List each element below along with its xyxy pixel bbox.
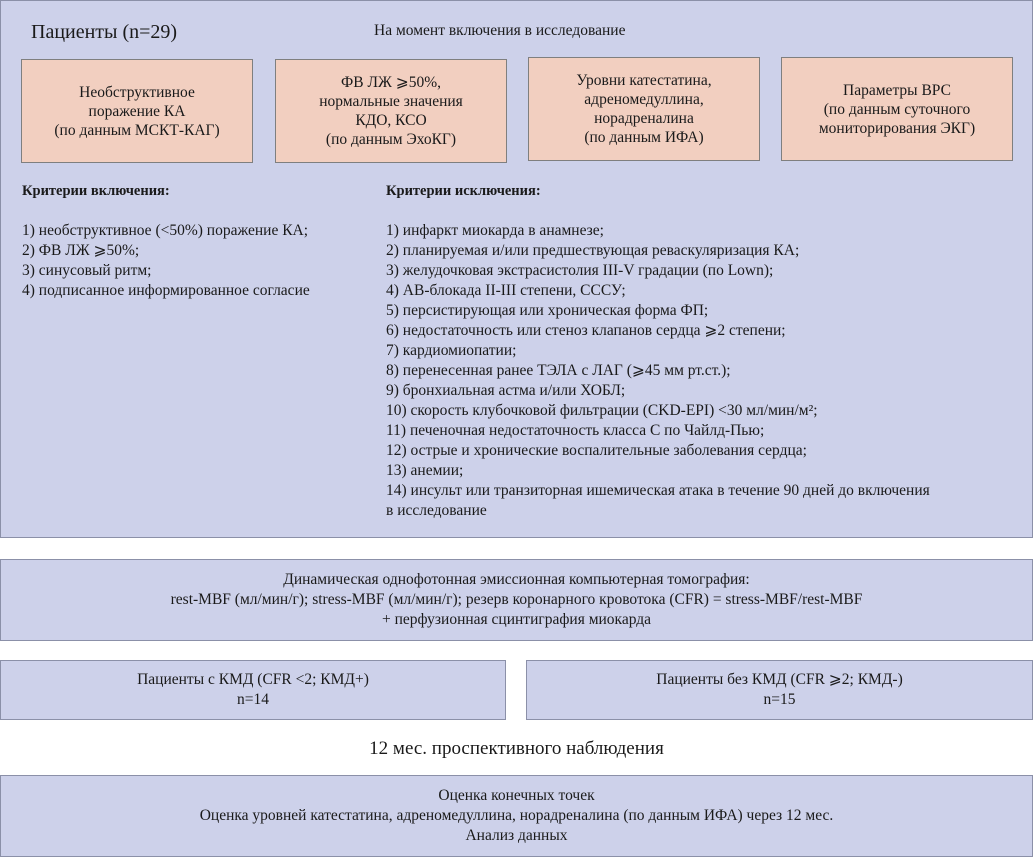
- panel-title: Пациенты (n=29): [31, 21, 178, 43]
- exclusion-list: 1) инфаркт миокарда в анамнезе; 2) плани…: [386, 221, 1026, 521]
- list-item: 2) планируемая и/или предшествующая рева…: [386, 242, 800, 259]
- endpoints-line: Оценка конечных точек: [438, 787, 595, 804]
- exclusion-heading: Критерии исключения:: [386, 183, 541, 199]
- list-item: 2) ФВ ЛЖ ⩾50%;: [22, 242, 140, 259]
- box-line: поражение КА: [88, 102, 186, 120]
- list-item: 13) анемии;: [386, 462, 464, 479]
- imaging-line: + перфузионная сцинтиграфия миокарда: [381, 611, 652, 628]
- list-item: 1) необструктивное (<50%) поражение КА;: [22, 222, 309, 239]
- box-line: Необструктивное: [79, 83, 195, 101]
- box-hrv: Параметры ВРС (по данным суточного монит…: [781, 57, 1013, 161]
- group-label: Пациенты с КМД (CFR <2; КМД+): [137, 671, 369, 688]
- endpoints-line: Анализ данных: [465, 827, 568, 844]
- group-count: n=15: [763, 691, 796, 708]
- imaging-line: Динамическая однофотонная эмиссионная ко…: [283, 571, 750, 588]
- box-nonobstructive-lesion: Необструктивное поражение КА (по данным …: [21, 59, 253, 163]
- list-item: 5) персистирующая или хроническая форма …: [386, 302, 709, 319]
- box-line: мониторирования ЭКГ): [818, 119, 976, 137]
- list-item: 14) инсульт или транзиторная ишемическая…: [386, 482, 930, 499]
- list-item: 4) АВ-блокада II-III степени, СССУ;: [386, 282, 626, 299]
- box-line: КДО, КСО: [355, 112, 427, 129]
- list-item: 1) инфаркт миокарда в анамнезе;: [386, 222, 604, 239]
- box-line: (по данным ИФА): [584, 129, 704, 146]
- patients-panel: Пациенты (n=29) На момент включения в ис…: [0, 0, 1033, 538]
- list-item: 12) острые и хронические воспалительные …: [386, 442, 807, 459]
- box-line: (по данным ЭхоКГ): [325, 131, 457, 148]
- endpoints-line: Оценка уровней катестатина, адреномедулл…: [199, 807, 834, 824]
- box-line: (по данным суточного: [823, 100, 971, 118]
- box-line: нормальные значения: [319, 93, 463, 110]
- endpoints-panel: Оценка конечных точек Оценка уровней кат…: [0, 775, 1033, 857]
- followup-label: 12 мес. проспективного наблюдения: [369, 738, 664, 759]
- group-cmd-negative: Пациенты без КМД (CFR ⩾2; КМД-) n=15: [526, 660, 1033, 720]
- box-line: Уровни катестатина,: [576, 72, 712, 89]
- inclusion-list: 1) необструктивное (<50%) поражение КА; …: [22, 221, 372, 301]
- box-line: ФВ ЛЖ ⩾50%,: [340, 74, 441, 91]
- group-cmd-positive: Пациенты с КМД (CFR <2; КМД+) n=14: [0, 660, 506, 720]
- box-line: норадреналина: [594, 110, 694, 127]
- list-item: в исследование: [386, 502, 487, 519]
- box-biomarkers: Уровни катестатина, адреномедуллина, нор…: [528, 57, 760, 161]
- box-lvef-echo: ФВ ЛЖ ⩾50%, нормальные значения КДО, КСО…: [275, 59, 507, 163]
- list-item: 7) кардиомиопатии;: [386, 342, 517, 359]
- list-item: 6) недостаточность или стеноз клапанов с…: [386, 322, 786, 339]
- box-line: (по данным МСКТ-КАГ): [54, 121, 220, 139]
- imaging-panel: Динамическая однофотонная эмиссионная ко…: [0, 559, 1033, 641]
- list-item: 4) подписанное информированное согласие: [22, 282, 310, 299]
- list-item: 10) скорость клубочковой фильтрации (CKD…: [386, 402, 818, 419]
- box-line: адреномедуллина,: [584, 91, 704, 108]
- list-item: 9) бронхиальная астма и/или ХОБЛ;: [386, 382, 626, 399]
- box-line: Параметры ВРС: [843, 81, 951, 99]
- group-count: n=14: [237, 691, 269, 708]
- group-label: Пациенты без КМД (CFR ⩾2; КМД-): [656, 671, 903, 688]
- list-item: 8) перенесенная ранее ТЭЛА с ЛАГ (⩾45 мм…: [386, 362, 731, 379]
- list-item: 11) печеночная недостаточность класса С …: [386, 422, 765, 439]
- imaging-line: rest-MBF (мл/мин/г); stress-MBF (мл/мин/…: [170, 591, 863, 608]
- inclusion-heading: Критерии включения:: [22, 183, 170, 199]
- panel-subtitle: На момент включения в исследование: [374, 22, 626, 39]
- list-item: 3) синусовый ритм;: [22, 262, 152, 279]
- list-item: 3) желудочковая экстрасистолия III-V гра…: [386, 262, 774, 279]
